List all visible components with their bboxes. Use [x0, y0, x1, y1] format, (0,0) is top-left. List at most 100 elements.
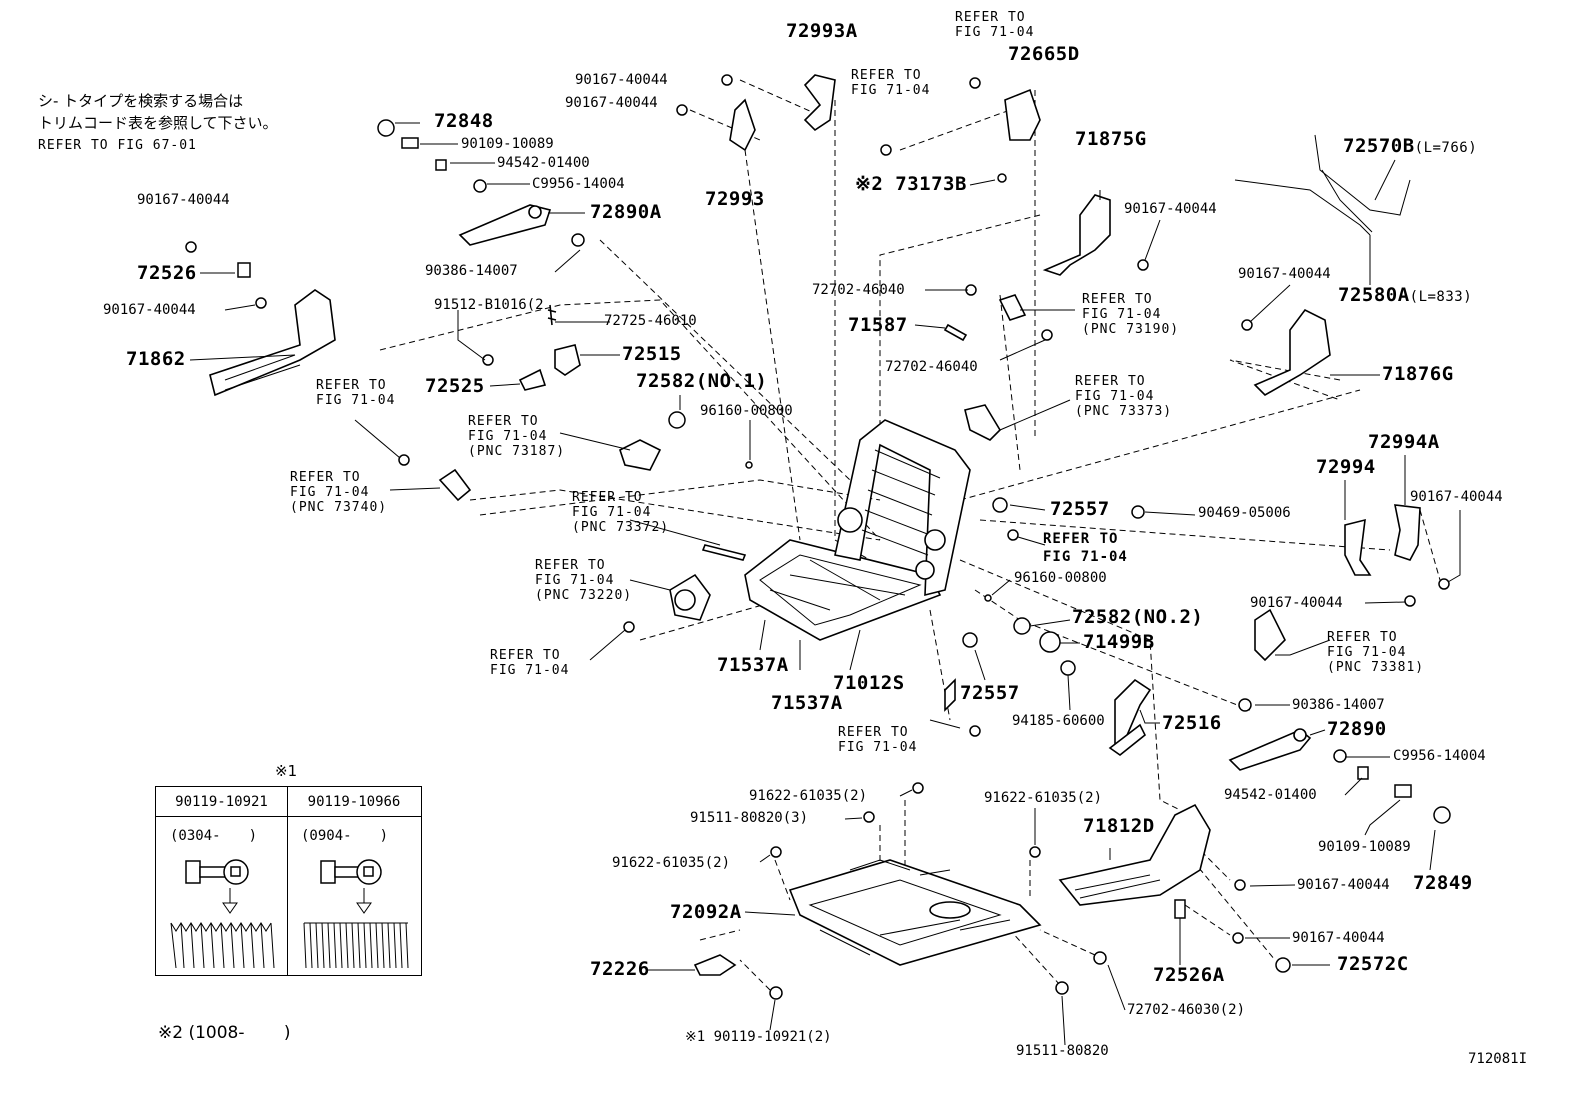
- legend-title: ※1: [275, 762, 298, 780]
- part-label-90167-40044[interactable]: 90167-40044: [103, 302, 196, 318]
- part-label-72993A[interactable]: 72993A: [786, 20, 858, 42]
- part-label-72092A[interactable]: 72092A: [670, 901, 742, 923]
- part-label-90167-40044[interactable]: 90167-40044: [1292, 930, 1385, 946]
- part-label-72526A[interactable]: 72526A: [1153, 964, 1225, 986]
- cover-72993: [729, 98, 756, 152]
- part-label-72702-46040[interactable]: 72702-46040: [812, 282, 905, 298]
- part-label-90109-10089[interactable]: 90109-10089: [461, 136, 554, 152]
- part-label-71587[interactable]: 71587: [848, 314, 908, 336]
- part-label-73173B[interactable]: ※2 73173B: [855, 173, 967, 195]
- part-label-90167-40044[interactable]: 90167-40044: [137, 192, 230, 208]
- part-label-96160-00800[interactable]: 96160-00800: [1014, 570, 1107, 586]
- part-label-72665D[interactable]: 72665D: [1008, 43, 1080, 65]
- part-label-72702-46040[interactable]: 72702-46040: [885, 359, 978, 375]
- part-label-C9956-14004[interactable]: C9956-14004: [532, 176, 625, 192]
- part-label-90109-10089[interactable]: 90109-10089: [1318, 839, 1411, 855]
- part-label-90167-40044[interactable]: 90167-40044: [1124, 201, 1217, 217]
- part-label-91511-80820[interactable]: 91511-80820(3): [690, 810, 809, 826]
- recliner-cover-71862: [209, 289, 336, 397]
- legend-divider: [287, 787, 288, 975]
- legend-bolt-illustrations: [170, 859, 409, 969]
- part-label-90167-40044[interactable]: 90167-40044: [1238, 266, 1331, 282]
- part-label-72890A[interactable]: 72890A: [590, 201, 662, 223]
- part-label-96160-00800[interactable]: 96160-00800: [700, 403, 793, 419]
- part-label-91622-61035[interactable]: 91622-61035(2): [612, 855, 731, 871]
- part-label-72848[interactable]: 72848: [434, 110, 494, 132]
- part-label-71876G[interactable]: 71876G: [1382, 363, 1454, 385]
- bar-73372: [701, 544, 747, 561]
- part-label-91511-80820[interactable]: 91511-80820: [1016, 1043, 1109, 1059]
- clip-72557: [944, 678, 956, 712]
- bracket-72994A: [1393, 504, 1421, 561]
- part-label-90469-05006[interactable]: 90469-05006: [1198, 505, 1291, 521]
- part-label-71537A[interactable]: 71537A: [717, 654, 789, 676]
- part-label-72570B[interactable]: 72570B(L=766): [1343, 135, 1478, 157]
- part-label-90167-40044[interactable]: 90167-40044: [1410, 489, 1503, 505]
- part-label-90386-14007[interactable]: 90386-14007: [425, 263, 518, 279]
- seat-track-72092A: [788, 859, 1042, 966]
- legend-col1-part[interactable]: 90119-10921: [156, 787, 287, 817]
- clip-71587: [943, 323, 968, 342]
- part-label-72557[interactable]: 72557: [960, 682, 1020, 704]
- cover-72665D: [1004, 88, 1041, 141]
- part-label-72890[interactable]: 72890: [1327, 718, 1387, 740]
- part-label-90386-14007[interactable]: 90386-14007: [1292, 697, 1385, 713]
- seat-frame-71012S: [744, 419, 971, 641]
- part-label-72516[interactable]: 72516: [1162, 712, 1222, 734]
- part-label-90167-40044[interactable]: 90167-40044: [565, 95, 658, 111]
- part-label-C9956-14004[interactable]: C9956-14004: [1393, 748, 1486, 764]
- part-label-94542-01400[interactable]: 94542-01400: [1224, 787, 1317, 803]
- legend-col1-range: (0304- ): [170, 828, 258, 844]
- part-label-71537A[interactable]: 71537A: [771, 692, 843, 714]
- part-label-72226[interactable]: 72226: [590, 958, 650, 980]
- cover-71812D: [1058, 803, 1211, 906]
- pull-72516: [1108, 723, 1147, 756]
- part-label-72582-no2[interactable]: 72582(NO.2): [1072, 606, 1204, 628]
- part-label-72994A[interactable]: 72994A: [1368, 431, 1440, 453]
- part-label-90167-40044[interactable]: 90167-40044: [1250, 595, 1343, 611]
- part-label-94185-60600[interactable]: 94185-60600: [1012, 713, 1105, 729]
- part-label-72702-46030[interactable]: 72702-46030(2): [1127, 1002, 1246, 1018]
- part-label-72525[interactable]: 72525: [425, 375, 485, 397]
- part-label-71812D[interactable]: 71812D: [1083, 815, 1155, 837]
- part-label-71499B[interactable]: 71499B: [1083, 631, 1155, 653]
- part-label-71012S[interactable]: 71012S: [833, 672, 905, 694]
- part-label-94542-01400[interactable]: 94542-01400: [497, 155, 590, 171]
- part-label-90119-10921[interactable]: ※1 90119-10921(2): [685, 1029, 832, 1045]
- part-label-72515[interactable]: 72515: [622, 343, 682, 365]
- part-label-71862[interactable]: 71862: [126, 348, 186, 370]
- part-label-90167-40044[interactable]: 90167-40044: [575, 72, 668, 88]
- part-label-90167-40044[interactable]: 90167-40044: [1297, 877, 1390, 893]
- part-label-72557[interactable]: 72557: [1050, 498, 1110, 520]
- legend-col2-part[interactable]: 90119-10966: [287, 787, 421, 817]
- cover-71876G: [1253, 308, 1331, 396]
- part-label-72993[interactable]: 72993: [705, 188, 765, 210]
- part-label-72725-46010[interactable]: 72725-46010: [604, 313, 697, 329]
- part-label-91622-61035[interactable]: 91622-61035(2): [749, 788, 868, 804]
- part-label-72580A[interactable]: 72580A(L=833): [1338, 284, 1473, 306]
- part-label-72572C[interactable]: 72572C: [1337, 953, 1409, 975]
- part-label-72849[interactable]: 72849: [1413, 872, 1473, 894]
- part-label-71875G[interactable]: 71875G: [1075, 128, 1147, 150]
- part-label-72994[interactable]: 72994: [1316, 456, 1376, 478]
- part-label-72582-no1[interactable]: 72582(NO.1): [636, 370, 768, 392]
- part-label-91622-61035[interactable]: 91622-61035(2): [984, 790, 1103, 806]
- part-label-91512-B1016[interactable]: 91512-B1016(2: [434, 297, 544, 313]
- bracket-72515: [554, 344, 581, 376]
- lever-72890A: [458, 204, 552, 246]
- part-label-72526[interactable]: 72526: [137, 262, 197, 284]
